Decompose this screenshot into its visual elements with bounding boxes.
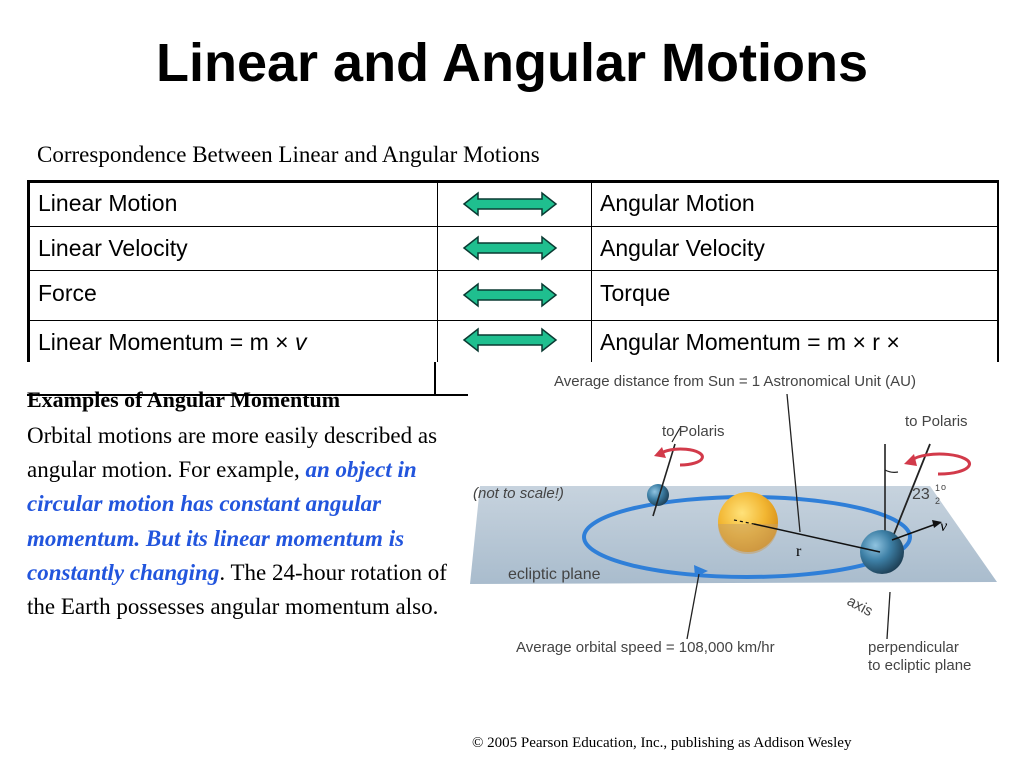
- momentum-formula: Linear Momentum = m ×: [38, 329, 295, 355]
- spin-arrow-right: [911, 452, 971, 476]
- earth-large: [860, 530, 904, 574]
- examples-text: . The 24-hour rotation of the Earth poss…: [27, 559, 447, 620]
- velocity-arrow-head: [932, 520, 942, 528]
- earth-orbit-diagram: Average distance from Sun = 1 Astronomic…: [470, 373, 997, 674]
- tilt-fraction-num: 1: [935, 483, 940, 493]
- table-border: [434, 362, 436, 396]
- double-arrow-icon: [462, 235, 558, 261]
- polaris-right-label: to Polaris: [905, 413, 968, 430]
- table-cell-angular: Angular Velocity: [591, 226, 997, 271]
- table-row: Linear Momentum = m × v Angular Momentum…: [29, 320, 997, 362]
- perpendicular-label: to ecliptic plane: [868, 657, 971, 674]
- table-cell-linear: Linear Motion: [29, 182, 438, 227]
- examples-paragraph: Orbital motions are more easily describe…: [27, 419, 447, 624]
- earth-small-axis: [652, 443, 676, 517]
- velocity-label: v: [940, 518, 948, 535]
- tilt-fraction-den: 2: [935, 496, 940, 506]
- table-cell-arrow: [437, 270, 592, 321]
- tilt-angle-arc: [884, 469, 899, 473]
- velocity-variable: v: [294, 329, 307, 355]
- table-row: Linear Velocity Angular Velocity: [29, 226, 997, 271]
- table-border: [27, 394, 468, 396]
- double-arrow-icon: [462, 191, 558, 217]
- double-arrow-icon: [462, 282, 558, 308]
- speed-pointer: [686, 573, 700, 640]
- spin-arrow-right-head: [904, 454, 917, 466]
- table-cell-angular: Angular Motion: [591, 182, 997, 227]
- orbital-speed-label: Average orbital speed = 108,000 km/hr: [516, 639, 775, 656]
- examples-highlight: an object in circular motion has constan…: [27, 457, 417, 585]
- table-cell-angular: Angular Momentum = m × r ×: [591, 320, 997, 362]
- table-cell-arrow: [437, 226, 592, 271]
- tilt-degree: o: [941, 482, 946, 492]
- table-caption: Correspondence Between Linear and Angula…: [37, 142, 540, 167]
- polaris-left-pointer: [671, 427, 681, 443]
- table-row: Force Torque: [29, 270, 997, 321]
- radius-label: r: [796, 543, 802, 560]
- slide-title: Linear and Angular Motions: [155, 33, 869, 93]
- correspondence-table: Linear Motion Angular Motion Linear Velo…: [29, 182, 997, 362]
- orbit-direction-arrow: [694, 565, 708, 577]
- not-to-scale-label: (not to scale!): [473, 485, 564, 502]
- table-cell-angular: Torque: [591, 270, 997, 321]
- earth-small: [647, 484, 669, 506]
- table-cell-arrow: [437, 182, 592, 227]
- tilt-angle-value: 23: [912, 486, 930, 503]
- table-cell-arrow: [437, 320, 592, 362]
- polaris-left-label: to Polaris: [662, 423, 725, 440]
- spin-arrow-left: [659, 447, 704, 467]
- perpendicular-pointer: [886, 591, 891, 640]
- table-cell-linear: Force: [29, 270, 438, 321]
- examples-heading: Examples of Angular Momentum: [27, 387, 341, 412]
- distance-pointer: [786, 393, 801, 533]
- examples-text: Orbital motions are more easily describe…: [27, 423, 438, 483]
- distance-label: Average distance from Sun = 1 Astronomic…: [554, 373, 916, 390]
- table-cell-linear: Linear Velocity: [29, 226, 438, 271]
- sun-shadow: [718, 524, 778, 554]
- velocity-arrow: [891, 523, 937, 541]
- double-arrow-icon: [462, 327, 558, 353]
- table-row: Linear Motion Angular Motion: [29, 182, 997, 227]
- perpendicular-label: perpendicular: [868, 639, 959, 656]
- ecliptic-plane-label: ecliptic plane: [508, 566, 601, 583]
- correspondence-table-container: Linear Motion Angular Motion Linear Velo…: [27, 180, 999, 362]
- copyright: © 2005 Pearson Education, Inc., publishi…: [472, 735, 852, 751]
- axis-label: axis: [844, 593, 876, 621]
- table-cell-linear: Linear Momentum = m × v: [29, 320, 438, 362]
- radius-line: [753, 523, 881, 553]
- spin-arrow-left-head: [654, 447, 666, 458]
